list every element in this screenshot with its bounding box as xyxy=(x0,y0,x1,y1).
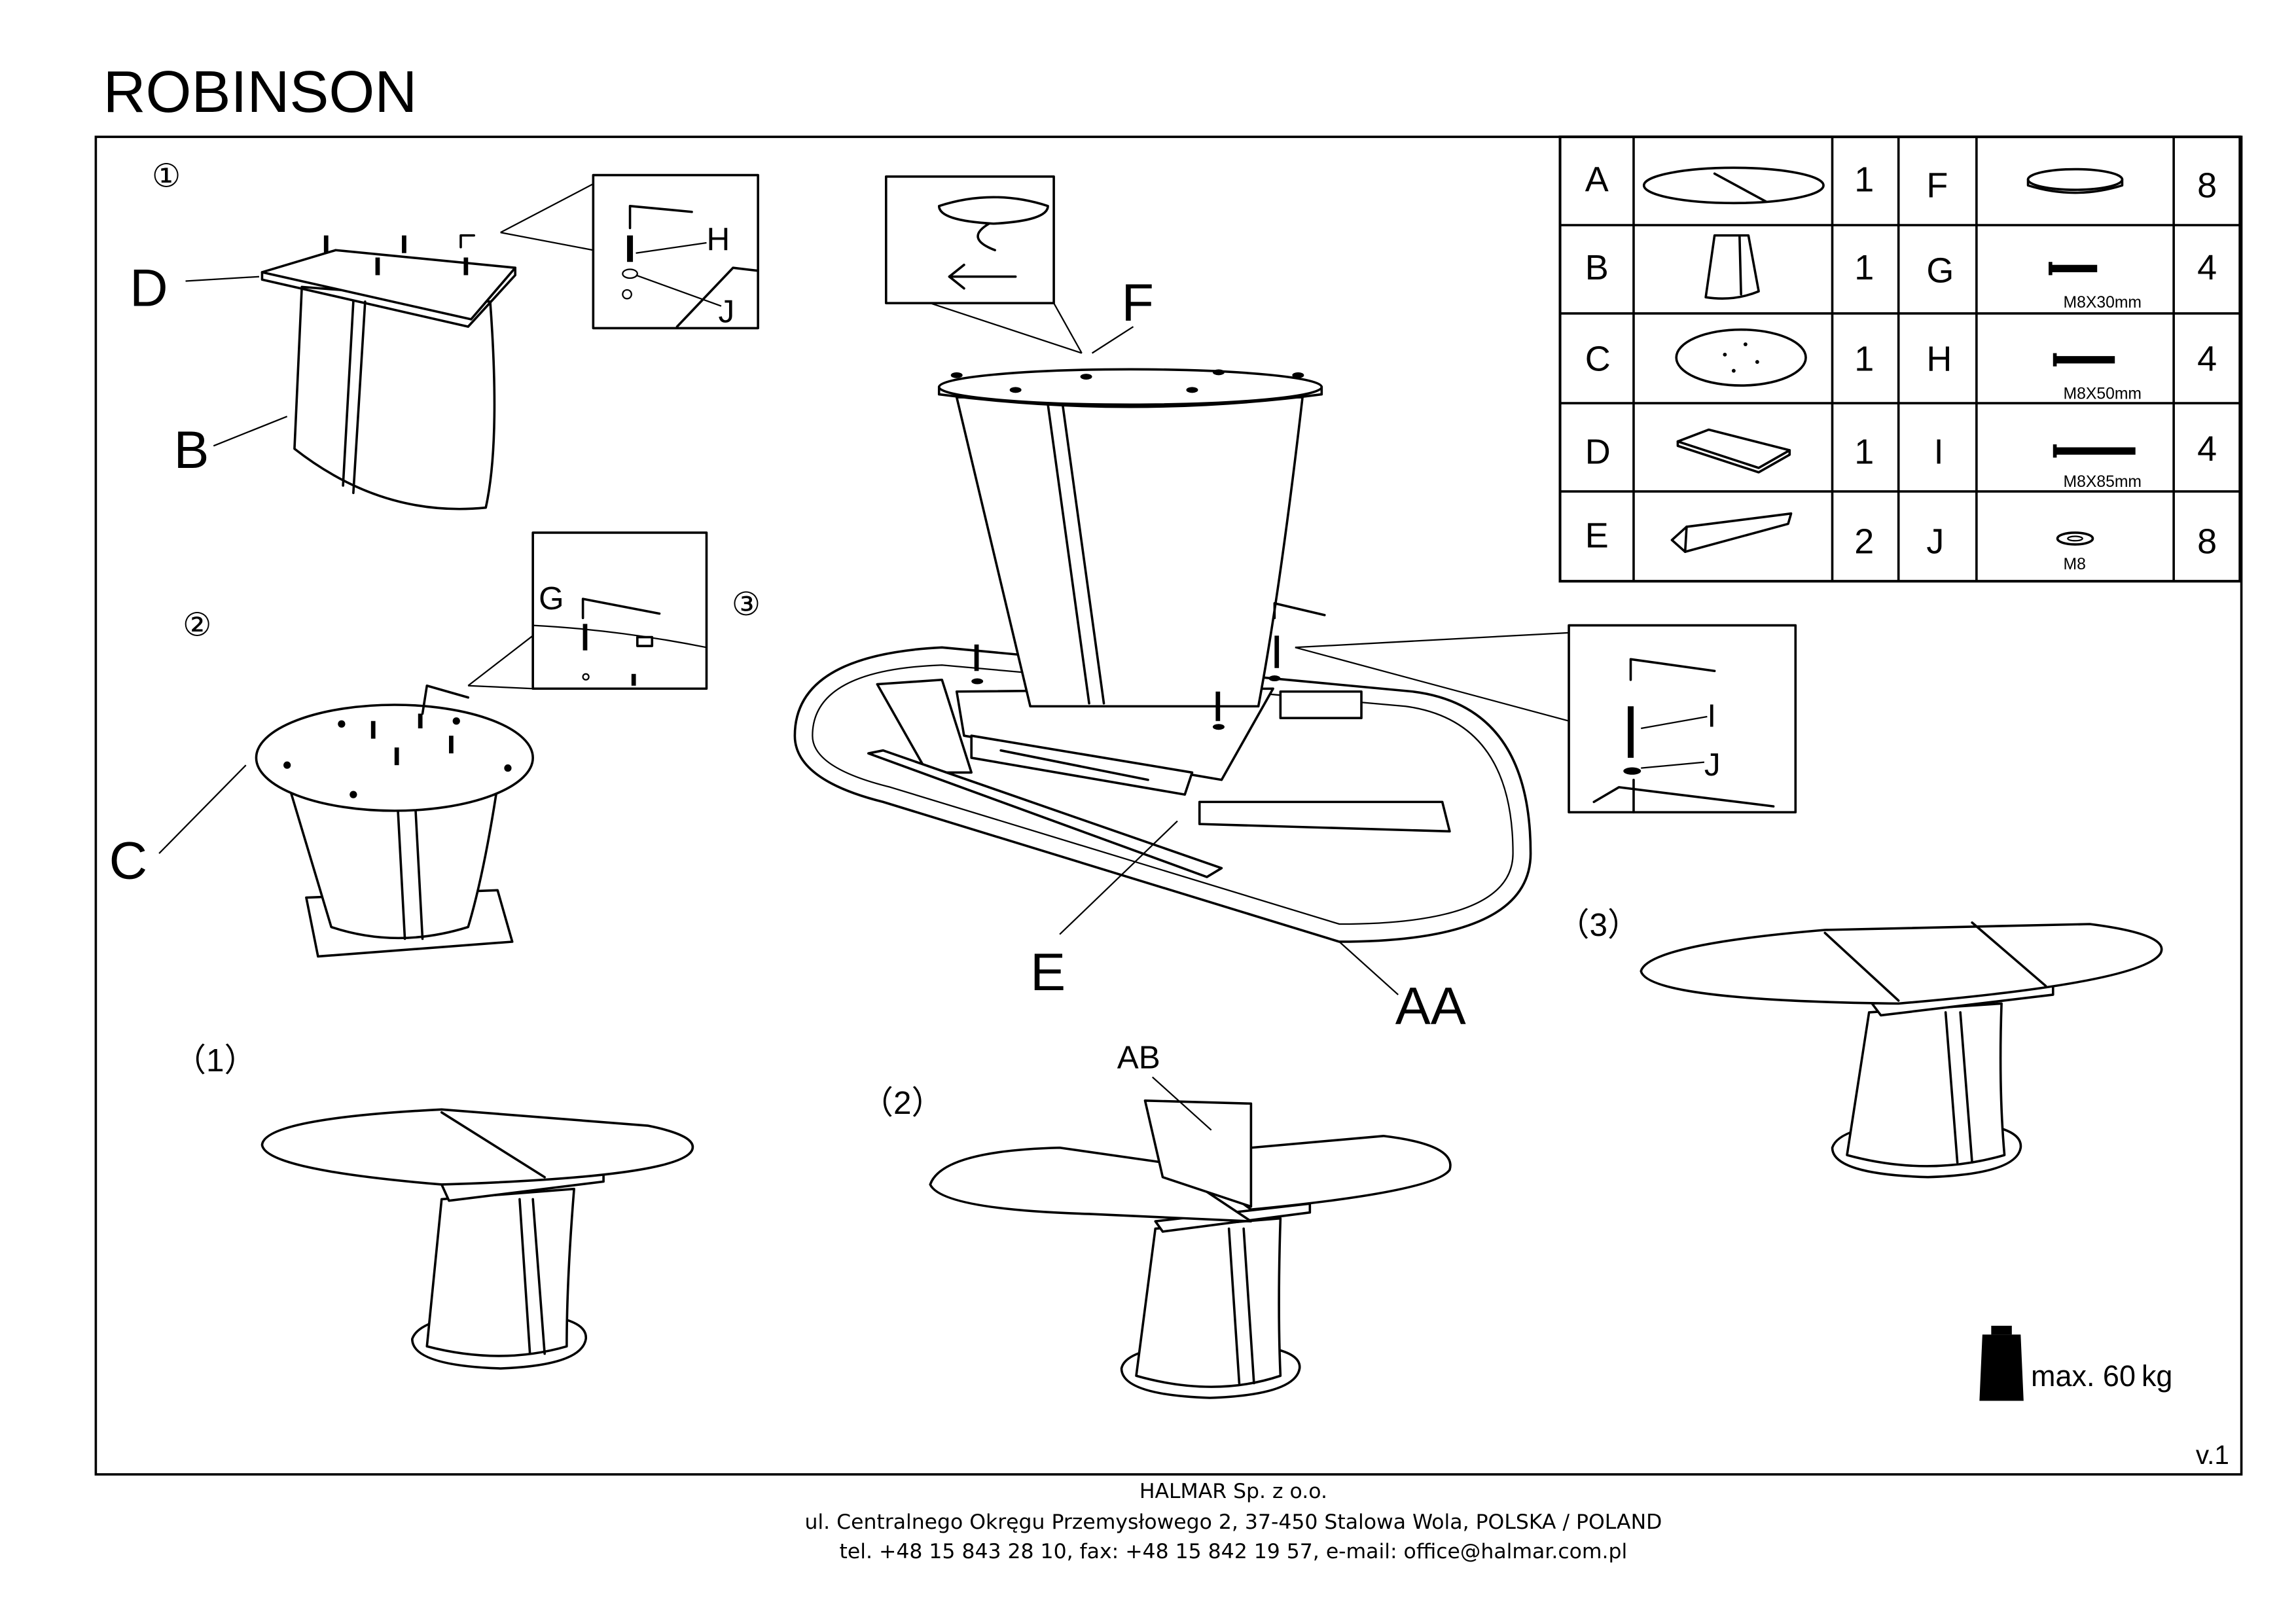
part-qty: 1 xyxy=(1854,432,1874,471)
extension-step-1: （1） xyxy=(174,1043,694,1370)
callout-d: D xyxy=(130,259,168,318)
callout-b: B xyxy=(174,421,209,480)
part-qty: 8 xyxy=(2197,166,2217,205)
pedestal-icon xyxy=(1704,234,1760,300)
bolt-m8x50-icon xyxy=(2053,353,2115,366)
callout-f: F xyxy=(1122,274,1154,332)
part-letter: B xyxy=(1585,248,1609,287)
part-letter: J xyxy=(1926,522,1944,561)
part-qty: 4 xyxy=(2197,248,2217,287)
extension-step-3: （3） xyxy=(1557,907,2163,1179)
part-spec: M8X85mm xyxy=(2064,473,2142,491)
part-letter: C xyxy=(1585,340,1611,379)
version-label: v.1 xyxy=(2196,1440,2229,1470)
footer: HALMAR Sp. z o.o. ul. Centralnego Okręgu… xyxy=(804,1480,1662,1563)
step-3-diagram: F E AA I J xyxy=(793,175,1797,1036)
step-number: （2） xyxy=(861,1085,944,1121)
part-qty: 1 xyxy=(1854,340,1874,379)
extension-step-2: （2） AB xyxy=(861,1039,1452,1399)
step-number: ② xyxy=(183,607,211,643)
bolt-m8x85-icon xyxy=(2053,444,2136,458)
bolt-m8x30-icon xyxy=(2049,262,2098,276)
part-qty: 8 xyxy=(2197,522,2217,561)
footer-contact: tel. +48 15 843 28 10, fax: +48 15 842 1… xyxy=(840,1540,1628,1563)
step-1-diagram: ① D B H J xyxy=(130,158,759,510)
part-letter: F xyxy=(1926,166,1948,205)
callout-aa: AA xyxy=(1395,977,1466,1036)
base-plate-icon xyxy=(1675,328,1807,387)
footer-company: HALMAR Sp. z o.o. xyxy=(1139,1480,1327,1503)
part-qty: 4 xyxy=(2197,340,2217,379)
part-letter: D xyxy=(1585,432,1611,471)
callout-i: I xyxy=(1707,698,1716,734)
part-letter: A xyxy=(1585,160,1609,199)
callout-e: E xyxy=(1030,943,1066,1002)
main-frame xyxy=(94,135,2243,1476)
part-qty: 2 xyxy=(1854,522,1874,561)
part-spec: M8X50mm xyxy=(2064,385,2142,402)
part-spec: M8X30mm xyxy=(2064,294,2142,312)
tabletop-icon xyxy=(1642,166,1825,205)
part-qty: 4 xyxy=(2197,429,2217,469)
part-letter: I xyxy=(1934,432,1944,471)
callout-c: C xyxy=(109,831,147,890)
mounting-plate-icon xyxy=(1676,428,1791,474)
callout-g: G xyxy=(539,580,564,616)
step-number: （1） xyxy=(174,1043,257,1079)
document-title: ROBINSON xyxy=(103,60,418,125)
rail-icon xyxy=(1670,512,1793,553)
callout-j: J xyxy=(1704,747,1721,783)
washer-icon xyxy=(2056,531,2094,546)
parts-table: A B C D E 1 1 1 1 2 F G H I J 8 4 4 4 8 … xyxy=(1558,135,2242,583)
step-number: ③ xyxy=(732,586,761,622)
callout-j: J xyxy=(718,293,734,329)
part-qty: 1 xyxy=(1854,248,1874,287)
part-letter: G xyxy=(1926,251,1954,291)
part-letter: H xyxy=(1926,340,1952,379)
part-letter: E xyxy=(1585,516,1609,555)
weight-icon xyxy=(1979,1325,2024,1401)
step-2-diagram: ② C G ③ xyxy=(109,531,761,958)
part-qty: 1 xyxy=(1854,160,1874,199)
step-number: ① xyxy=(152,158,181,194)
footer-address: ul. Centralnego Okręgu Przemysłowego 2, … xyxy=(804,1510,1662,1534)
step-number: （3） xyxy=(1557,907,1640,943)
felt-pad-icon xyxy=(2026,168,2124,194)
callout-ab: AB xyxy=(1117,1039,1160,1075)
part-spec: M8 xyxy=(2064,556,2086,573)
callout-h: H xyxy=(706,221,730,257)
